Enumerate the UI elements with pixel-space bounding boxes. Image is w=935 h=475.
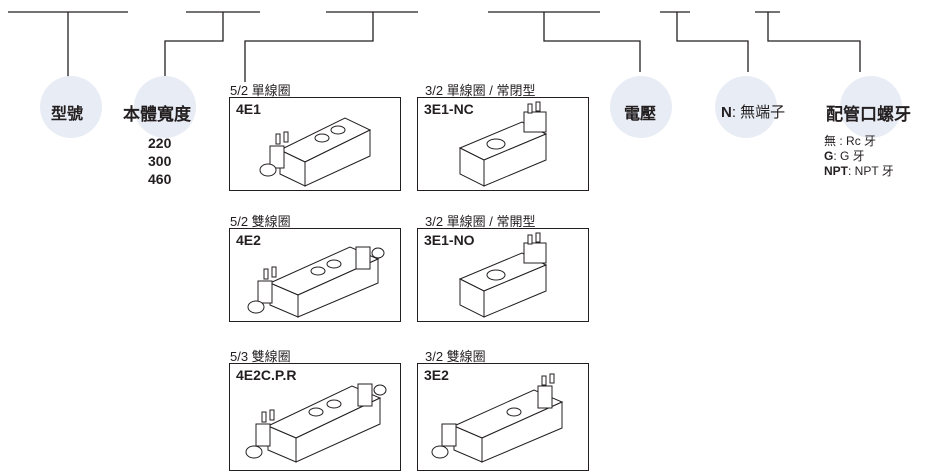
valve-code-4e1: 4E1 [236,101,261,117]
valve-illustration-3e1no [458,232,548,318]
body-width-list: 220 300 460 [148,134,171,188]
thread-option-g: G: G 牙 [824,149,865,163]
port-thread-label: 配管口螺牙 [826,105,911,124]
valve-code-3e1nc: 3E1-NC [424,101,474,117]
thread-option-npt: NPT: NPT 牙 [824,164,894,178]
terminal-label: N: 無端子 [721,101,785,122]
body-width-circle [134,76,196,138]
valve-illustration-4e2 [247,246,385,318]
valve-box-3e1nc: 3E1-NC [417,97,589,191]
model-label: 型號 [51,106,84,123]
valve-caption-3e2: 3/2 雙線圈 [425,349,486,364]
body-width-460: 460 [148,171,172,187]
valve-box-3e1no: 3E1-NO [417,228,589,322]
body-width-label: 本體寬度 [123,105,191,124]
terminal-code: N [721,104,732,121]
valve-caption-3e1nc: 3/2 單線圈 / 常閉型 [425,83,536,98]
terminal-circle [715,76,777,138]
model-circle [40,76,102,138]
voltage-circle [610,76,672,138]
body-width-220: 220 [148,135,172,151]
voltage-label: 電壓 [624,106,657,123]
valve-illustration-4e1 [259,117,372,187]
valve-illustration-3e2 [431,373,564,463]
valve-code-3e1no: 3E1-NO [424,232,475,248]
valve-box-4e1: 4E1 [229,97,401,191]
valve-caption-4e2: 5/2 雙線圈 [230,214,291,229]
valve-code-3e2: 3E2 [424,367,449,383]
port-thread-circle [840,76,902,138]
valve-code-4e2: 4E2 [236,232,261,248]
terminal-text: : 無端子 [731,104,786,121]
valve-box-4e2cpr: 4E2C.P.R [229,363,401,471]
thread-options: 無 : Rc 牙 G: G 牙 NPT: NPT 牙 [824,134,894,179]
valve-caption-3e1no: 3/2 單線圈 / 常開型 [425,214,536,229]
valve-box-4e2: 4E2 [229,228,401,322]
valve-code-4e2cpr: 4E2C.P.R [236,367,297,383]
valve-caption-4e1: 5/2 單線圈 [230,83,291,98]
valve-illustration-4e2cpr [245,383,387,463]
thread-option-rc: 無 : Rc 牙 [824,134,877,148]
valve-box-3e2: 3E2 [417,363,589,471]
valve-illustration-3e1nc [458,101,548,187]
body-width-300: 300 [148,153,172,169]
valve-caption-4e2cpr: 5/3 雙線圈 [230,349,291,364]
